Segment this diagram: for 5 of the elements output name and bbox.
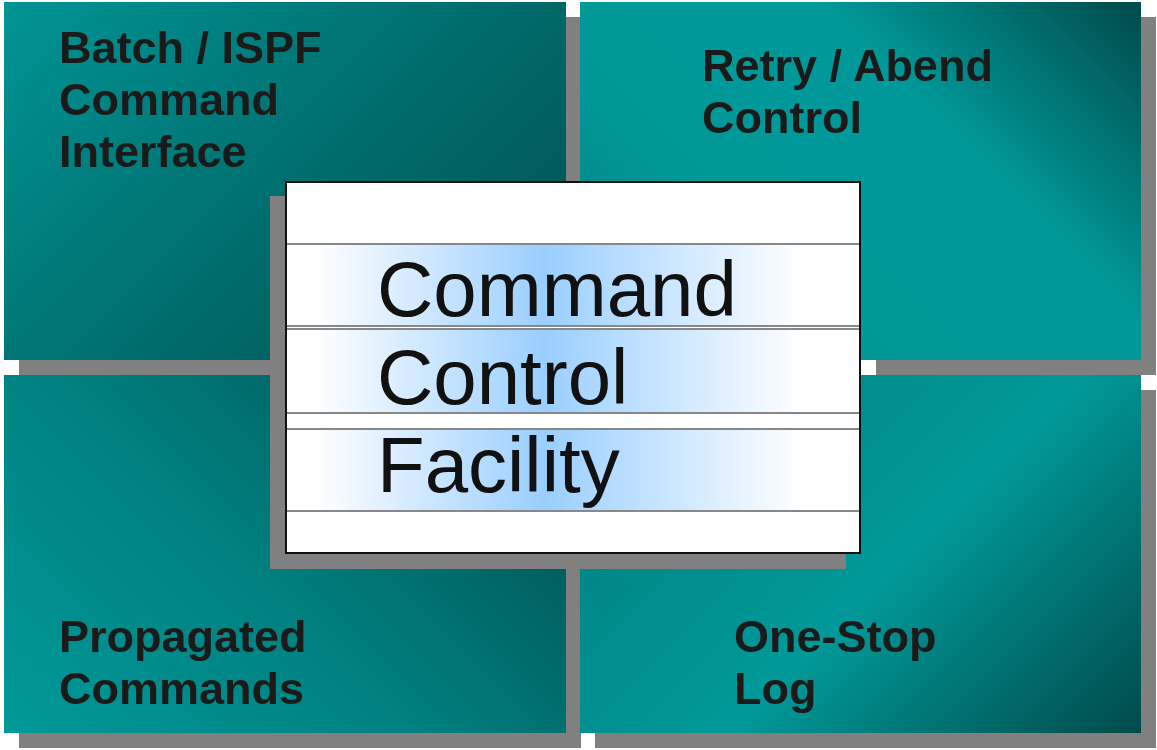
panel-title: Command Control Facility: [377, 245, 738, 509]
panel-label: Retry / Abend Control: [702, 40, 994, 144]
panel-label: Propagated Commands: [59, 611, 308, 715]
panel-label: Batch / ISPF Command Interface: [59, 22, 323, 178]
panel-label: One-Stop Log: [734, 611, 938, 715]
